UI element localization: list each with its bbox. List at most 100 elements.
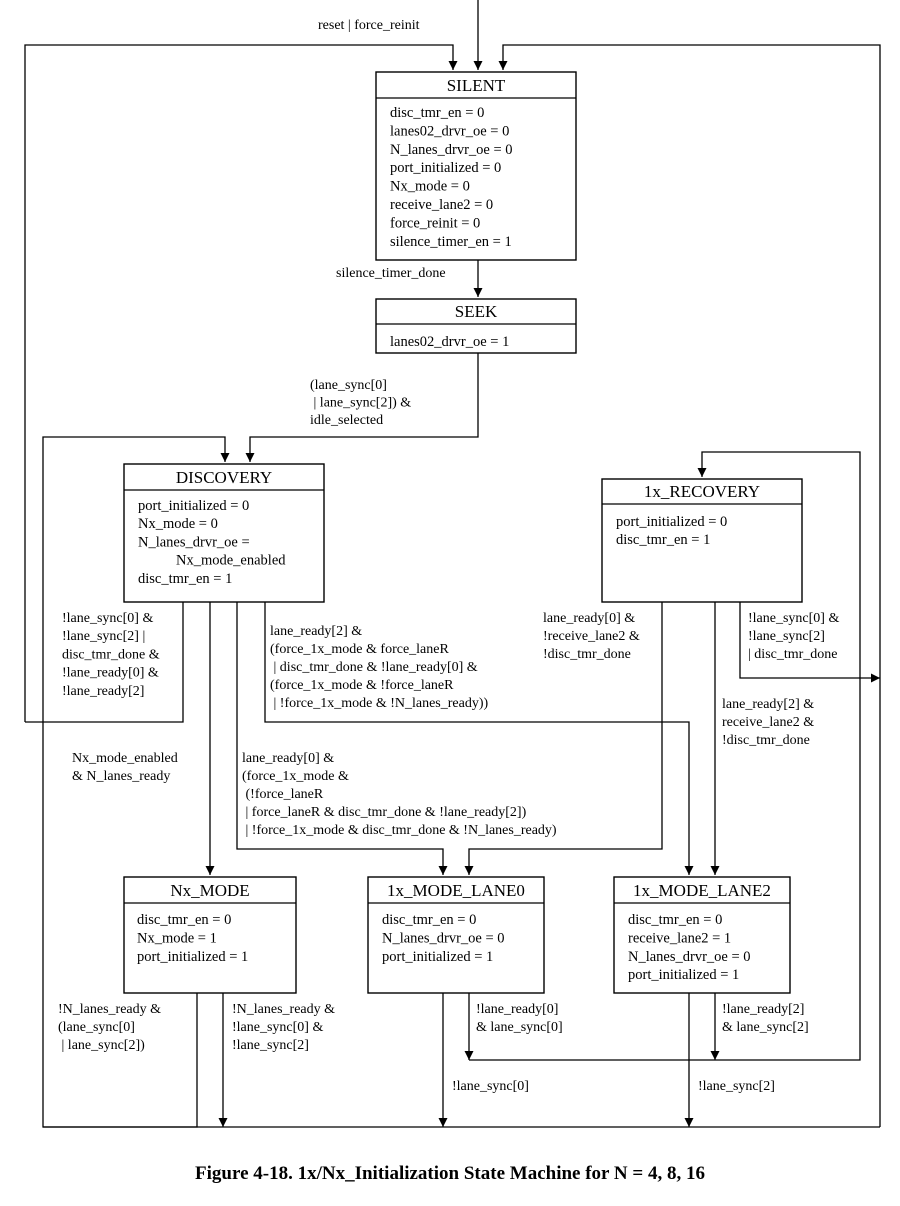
text-line: | lane_sync[2]) & [310, 396, 411, 411]
text-line: !receive_lane2 & [543, 629, 640, 644]
label-discovery-to-silent: !lane_sync[0] & !lane_sync[2] | disc_tmr_d… [62, 611, 160, 699]
label-lane2-to-silent: !lane_sync[2] [698, 1079, 775, 1094]
text-line: | lane_sync[2]) [58, 1038, 145, 1053]
text-line: idle_selected [310, 413, 383, 428]
text-line: !lane_sync[2] [698, 1079, 775, 1094]
label-recovery-to-lane0: lane_ready[0] & !receive_lane2 & !disc_tmr… [543, 611, 640, 662]
text-line: !lane_sync[2] | [62, 629, 145, 644]
text-line: | !force_1x_mode & disc_tmr_done & !N_la… [242, 823, 557, 838]
text-line: disc_tmr_en = 0 [137, 912, 231, 928]
text-line: receive_lane2 = 0 [390, 197, 493, 213]
text-line: disc_tmr_en = 1 [138, 571, 232, 587]
text-line: disc_tmr_done & [62, 647, 160, 662]
text-line: receive_lane2 & [722, 715, 814, 730]
text-line: port_initialized = 0 [390, 160, 501, 176]
text-line: Nx_mode_enabled [176, 553, 286, 569]
text-line: !lane_ready[2] [62, 684, 144, 699]
text-line: | disc_tmr_done [748, 647, 838, 662]
text-line: port_initialized = 1 [382, 949, 493, 965]
text-line: !lane_sync[0] & [748, 611, 839, 626]
state-lane0-actions: disc_tmr_en = 0 N_lanes_drvr_oe = 0 port_i… [382, 912, 505, 965]
text-line: & lane_sync[2] [722, 1020, 809, 1035]
state-machine-diagram: SILENT disc_tmr_en = 0 lanes02_drvr_oe = … [24, 0, 881, 1128]
state-nx-mode-title: Nx_MODE [170, 881, 249, 900]
state-recovery-title: 1x_RECOVERY [644, 482, 760, 501]
seek-to-discovery-arrow [245, 353, 479, 462]
text-line: !lane_ready[2] [722, 1002, 804, 1017]
state-nx-mode: Nx_MODE disc_tmr_en = 0 Nx_mode = 1 port_i… [123, 876, 297, 994]
discovery-to-lane0-arrow [236, 602, 448, 875]
label-lane0-to-recovery: !lane_ready[0]& lane_sync[0] [476, 1002, 563, 1035]
state-1x-mode-lane0: 1x_MODE_LANE0 disc_tmr_en = 0 N_lanes_drv… [367, 876, 545, 994]
text-line: !disc_tmr_done [543, 647, 631, 662]
recovery-to-lane0-arrow [464, 602, 663, 875]
label-recovery-to-lane2: lane_ready[2] & receive_lane2 & !disc_tmr_… [722, 697, 814, 748]
state-silent: SILENT disc_tmr_en = 0 lanes02_drvr_oe = … [375, 71, 577, 261]
text-line: Nx_mode = 1 [137, 930, 217, 946]
nx-to-discovery-arrow [42, 436, 230, 1128]
text-line: N_lanes_drvr_oe = 0 [382, 930, 505, 946]
text-line: (force_1x_mode & [242, 769, 349, 784]
text-line: !N_lanes_ready & [58, 1002, 161, 1017]
connectors [24, 0, 881, 1128]
text-line: silence_timer_en = 1 [390, 234, 512, 250]
state-seek: SEEK lanes02_drvr_oe = 1 [375, 298, 577, 354]
label-lane2-to-recovery: !lane_ready[2] & lane_sync[2] [722, 1002, 809, 1035]
text-line: lanes02_drvr_oe = 1 [390, 334, 509, 350]
state-silent-title: SILENT [447, 76, 506, 95]
text-line: reset | force_reinit [318, 18, 420, 33]
label-reset: reset | force_reinit [318, 18, 420, 33]
left-return-to-silent [24, 44, 458, 722]
text-line: port_initialized = 0 [616, 514, 727, 530]
label-seek-to-discovery: (lane_sync[0] | lane_sync[2]) &idle_sele… [310, 378, 411, 428]
text-line: | force_laneR & disc_tmr_done & !lane_re… [242, 805, 527, 820]
text-line: !disc_tmr_done [722, 733, 810, 748]
label-discovery-to-nx: Nx_mode_enabled & N_lanes_ready [72, 751, 178, 784]
label-discovery-to-lane2: lane_ready[2] &(force_1x_mode & force_la… [270, 624, 489, 711]
text-line: lane_ready[2] & [722, 697, 814, 712]
state-lane2-title: 1x_MODE_LANE2 [633, 881, 771, 900]
label-lane0-to-silent: !lane_sync[0] [452, 1079, 529, 1094]
state-seek-actions: lanes02_drvr_oe = 1 [390, 334, 509, 350]
label-silent-to-seek: silence_timer_done [336, 266, 446, 281]
text-line: port_initialized = 1 [137, 949, 248, 965]
text-line: !lane_sync[0] & [232, 1020, 323, 1035]
text-line: port_initialized = 1 [628, 967, 739, 983]
text-line: disc_tmr_en = 1 [616, 532, 710, 548]
state-seek-title: SEEK [455, 302, 498, 321]
text-line: !lane_sync[0] & [62, 611, 153, 626]
text-line: port_initialized = 0 [138, 498, 249, 514]
text-line: | !force_1x_mode & !N_lanes_ready)) [270, 696, 489, 711]
text-line: (lane_sync[0] [58, 1020, 135, 1035]
transition-labels: reset | force_reinit silence_timer_done … [58, 18, 839, 1094]
label-discovery-to-lane0: lane_ready[0] &(force_1x_mode & (!force_… [242, 751, 557, 838]
text-line: & N_lanes_ready [72, 769, 170, 784]
label-nx-to-silent: !N_lanes_ready &!lane_sync[0] &!lane_syn… [232, 1002, 335, 1053]
label-recovery-to-silent: !lane_sync[0] & !lane_sync[2] | disc_tmr_d… [748, 611, 839, 662]
recovery-reentry-arrow [469, 451, 861, 1061]
text-line: | disc_tmr_done & !lane_ready[0] & [270, 660, 478, 675]
text-line: disc_tmr_en = 0 [382, 912, 476, 928]
text-line: lane_ready[0] & [543, 611, 635, 626]
text-line: !N_lanes_ready & [232, 1002, 335, 1017]
label-nx-to-discovery: !N_lanes_ready & (lane_sync[0] | lane_syn… [58, 1002, 161, 1053]
right-return-to-silent [498, 44, 881, 1127]
discovery-to-silent-line [25, 602, 184, 723]
text-line: !lane_sync[2] [748, 629, 825, 644]
state-lane0-title: 1x_MODE_LANE0 [387, 881, 525, 900]
text-line: lanes02_drvr_oe = 0 [390, 123, 509, 139]
text-line: (force_1x_mode & !force_laneR [270, 678, 454, 693]
state-discovery-title: DISCOVERY [176, 468, 272, 487]
text-line: disc_tmr_en = 0 [390, 105, 484, 121]
recovery-to-silent-arrow [739, 602, 880, 683]
state-1x-recovery: 1x_RECOVERY port_initialized = 0 disc_tmr… [601, 478, 803, 603]
state-nx-mode-actions: disc_tmr_en = 0 Nx_mode = 1 port_initializ… [137, 912, 248, 965]
text-line: lane_ready[2] & [270, 624, 362, 639]
text-line: Nx_mode = 0 [390, 179, 470, 195]
text-line: N_lanes_drvr_oe = 0 [628, 949, 751, 965]
text-line: Nx_mode_enabled [72, 751, 178, 766]
discovery-to-lane2-arrow [264, 602, 694, 875]
